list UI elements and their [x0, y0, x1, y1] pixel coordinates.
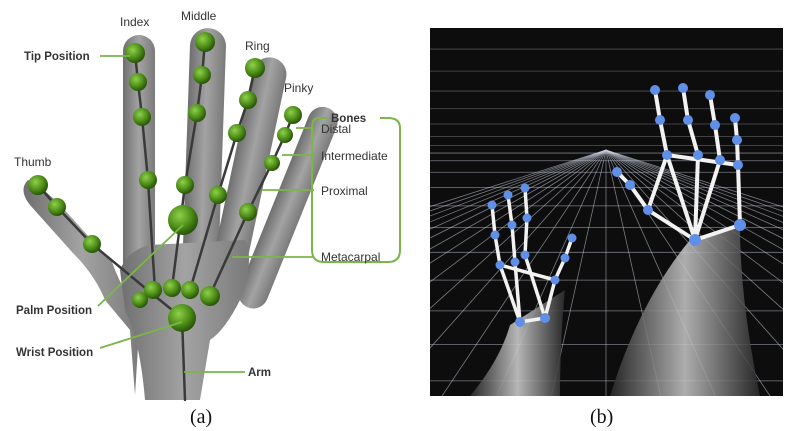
palm-position-marker: [168, 205, 198, 235]
thumb-joint: [48, 198, 66, 216]
middle-joint: [188, 104, 206, 122]
pinky-joint: [239, 203, 257, 221]
callout-palm-position: Palm Position: [16, 305, 92, 317]
middle-joint: [193, 66, 211, 84]
index-joint: [129, 73, 147, 91]
caption-b: (b): [590, 406, 613, 428]
knuckle-joint: [200, 286, 220, 306]
caption-a: (a): [190, 406, 212, 428]
callout-arm: Arm: [248, 367, 271, 379]
wrist-position-marker: [168, 304, 196, 332]
bone-label-proximal: Proximal: [321, 184, 368, 198]
pinky-joint: [277, 127, 293, 143]
thumb-joint: [83, 235, 101, 253]
ring-joint: [245, 58, 265, 78]
ring-joint: [228, 124, 246, 142]
finger-label-thumb: Thumb: [14, 155, 52, 169]
knuckle-joint: [132, 292, 148, 308]
panel-a-hand-model: Index Middle Ring Pinky Thumb Tip Positi…: [14, 9, 400, 400]
finger-label-ring: Ring: [245, 39, 270, 53]
ring-joint: [209, 186, 227, 204]
thumb-joint: [28, 175, 48, 195]
pinky-joint: [264, 155, 280, 171]
index-joint: [139, 171, 157, 189]
callout-wrist-position: Wrist Position: [16, 347, 93, 359]
middle-joint: [195, 32, 215, 52]
bone-label-intermediate: Intermediate: [321, 149, 388, 163]
middle-joint: [176, 176, 194, 194]
finger-label-pinky: Pinky: [284, 81, 313, 95]
bone-label-distal: Distal: [321, 122, 351, 136]
knuckle-joint: [163, 279, 181, 297]
bone-label-metacarpal: Metacarpal: [321, 250, 380, 264]
finger-label-index: Index: [120, 15, 149, 29]
pinky-joint: [284, 106, 302, 124]
index-joint: [133, 108, 151, 126]
ring-joint: [239, 91, 257, 109]
index-joint: [125, 43, 145, 63]
knuckle-joint: [181, 281, 199, 299]
panel-b-vr-hands: [0, 25, 803, 420]
callout-tip-position: Tip Position: [24, 51, 90, 63]
finger-label-middle: Middle: [181, 9, 217, 23]
